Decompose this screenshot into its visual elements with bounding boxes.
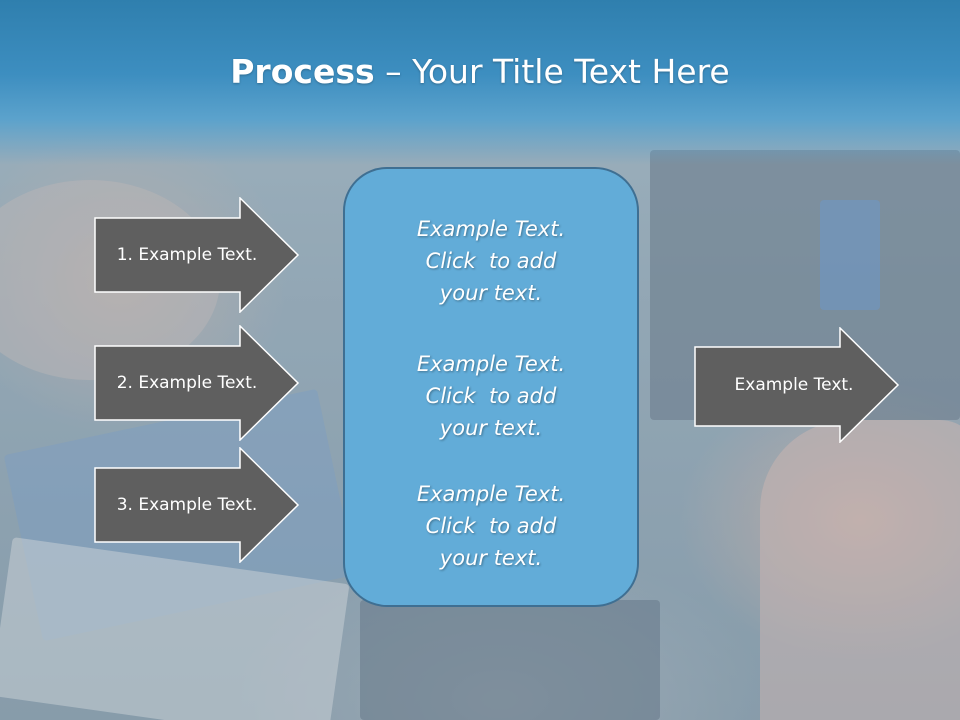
panel-line: Example Text. [416, 482, 566, 506]
slide-title[interactable]: Process – Your Title Text Here [0, 52, 960, 91]
background-component [820, 200, 880, 310]
step-arrow-1[interactable]: 1. Example Text. [94, 197, 300, 313]
step-arrow-label: 1. Example Text. [116, 245, 258, 265]
arrow-right-shape-icon [94, 447, 300, 563]
title-bold: Process [230, 52, 375, 91]
panel-text-block-3[interactable]: Example Text. Click to add your text. [345, 478, 637, 574]
result-arrow[interactable]: Example Text. [694, 327, 900, 443]
arrow-right-shape-icon [94, 197, 300, 313]
result-arrow-label: Example Text. [734, 375, 854, 395]
background-hand-right [760, 420, 960, 720]
title-rest: – Your Title Text Here [374, 52, 730, 91]
panel-line: your text. [439, 416, 543, 440]
arrow-right-shape-icon [94, 325, 300, 441]
panel-line: Example Text. [416, 352, 566, 376]
panel-text-block-2[interactable]: Example Text. Click to add your text. [345, 348, 637, 444]
step-arrow-label: 3. Example Text. [116, 495, 258, 515]
panel-line: Example Text. [416, 217, 566, 241]
background-connector [360, 600, 660, 720]
step-arrow-3[interactable]: 3. Example Text. [94, 447, 300, 563]
arrow-right-shape-icon [694, 327, 900, 443]
step-arrow-2[interactable]: 2. Example Text. [94, 325, 300, 441]
panel-line: your text. [439, 281, 543, 305]
panel-text-block-1[interactable]: Example Text. Click to add your text. [345, 213, 637, 309]
panel-line: your text. [439, 546, 543, 570]
panel-line: Click to add [425, 384, 557, 408]
panel-line: Click to add [425, 249, 557, 273]
panel-line: Click to add [425, 514, 557, 538]
title-band [0, 0, 960, 165]
center-text-panel[interactable]: Example Text. Click to add your text. Ex… [343, 167, 639, 607]
step-arrow-label: 2. Example Text. [116, 373, 258, 393]
